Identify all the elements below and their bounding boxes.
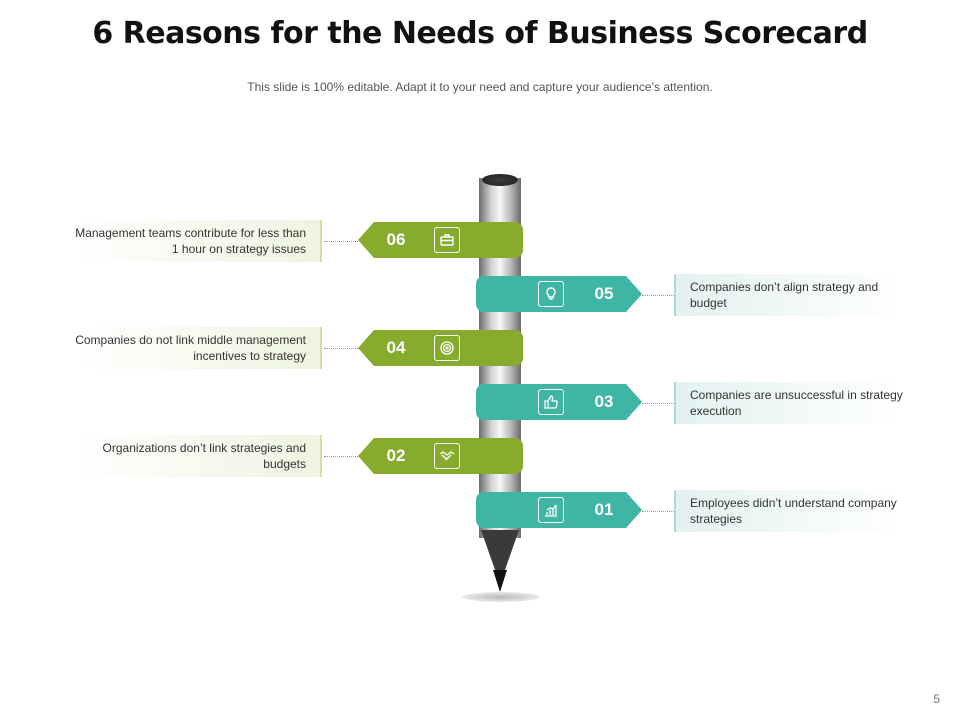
connector-04 — [324, 348, 358, 349]
reason-03-text-box: Companies are unsuccessful in strategy e… — [674, 382, 904, 424]
reason-02-ribbon: 02 — [358, 438, 523, 474]
pencil-lead — [493, 570, 507, 592]
reason-03-text: Companies are unsuccessful in strategy e… — [690, 388, 903, 418]
pencil-shadow — [462, 592, 540, 602]
page-number: 5 — [933, 692, 940, 706]
lightbulb-icon — [538, 281, 564, 307]
connector-03 — [642, 403, 674, 404]
reason-03-number: 03 — [594, 392, 614, 411]
reason-05-ribbon: 05 — [476, 276, 642, 312]
reason-04-number: 04 — [386, 338, 406, 357]
bar-chart-icon — [538, 497, 564, 523]
connector-01 — [642, 511, 674, 512]
reason-01-text: Employees didn’t understand company stra… — [690, 496, 897, 526]
reason-03-ribbon: 03 — [476, 384, 642, 420]
reason-01-number: 01 — [594, 500, 614, 519]
reason-04-text-box: Companies do not link middle management … — [72, 327, 322, 369]
reason-05-text: Companies don’t align strategy and budge… — [690, 280, 879, 310]
handshake-icon — [434, 443, 460, 469]
reason-01-ribbon: 01 — [476, 492, 642, 528]
reason-02-text-box: Organizations don’t link strategies and … — [72, 435, 322, 477]
reason-05-text-box: Companies don’t align strategy and budge… — [674, 274, 904, 316]
pencil-eraser-cap — [482, 174, 518, 186]
slide-title: 6 Reasons for the Needs of Business Scor… — [92, 16, 868, 51]
reason-06-ribbon: 06 — [358, 222, 523, 258]
target-icon — [434, 335, 460, 361]
reason-02-number: 02 — [386, 446, 406, 465]
thumbs-up-icon — [538, 389, 564, 415]
reason-02-text: Organizations don’t link strategies and … — [102, 441, 306, 471]
reason-04-text: Companies do not link middle management … — [75, 333, 306, 363]
connector-05 — [642, 295, 674, 296]
reason-04-ribbon: 04 — [358, 330, 523, 366]
reason-01-text-box: Employees didn’t understand company stra… — [674, 490, 904, 532]
connector-06 — [324, 241, 358, 242]
connector-02 — [324, 456, 358, 457]
briefcase-icon — [434, 227, 460, 253]
reason-05-number: 05 — [594, 284, 614, 303]
reason-06-number: 06 — [386, 230, 406, 249]
slide-subtitle: This slide is 100% editable. Adapt it to… — [247, 80, 713, 94]
reason-06-text: Management teams contribute for less tha… — [75, 226, 306, 256]
reason-06-text-box: Management teams contribute for less tha… — [72, 220, 322, 262]
